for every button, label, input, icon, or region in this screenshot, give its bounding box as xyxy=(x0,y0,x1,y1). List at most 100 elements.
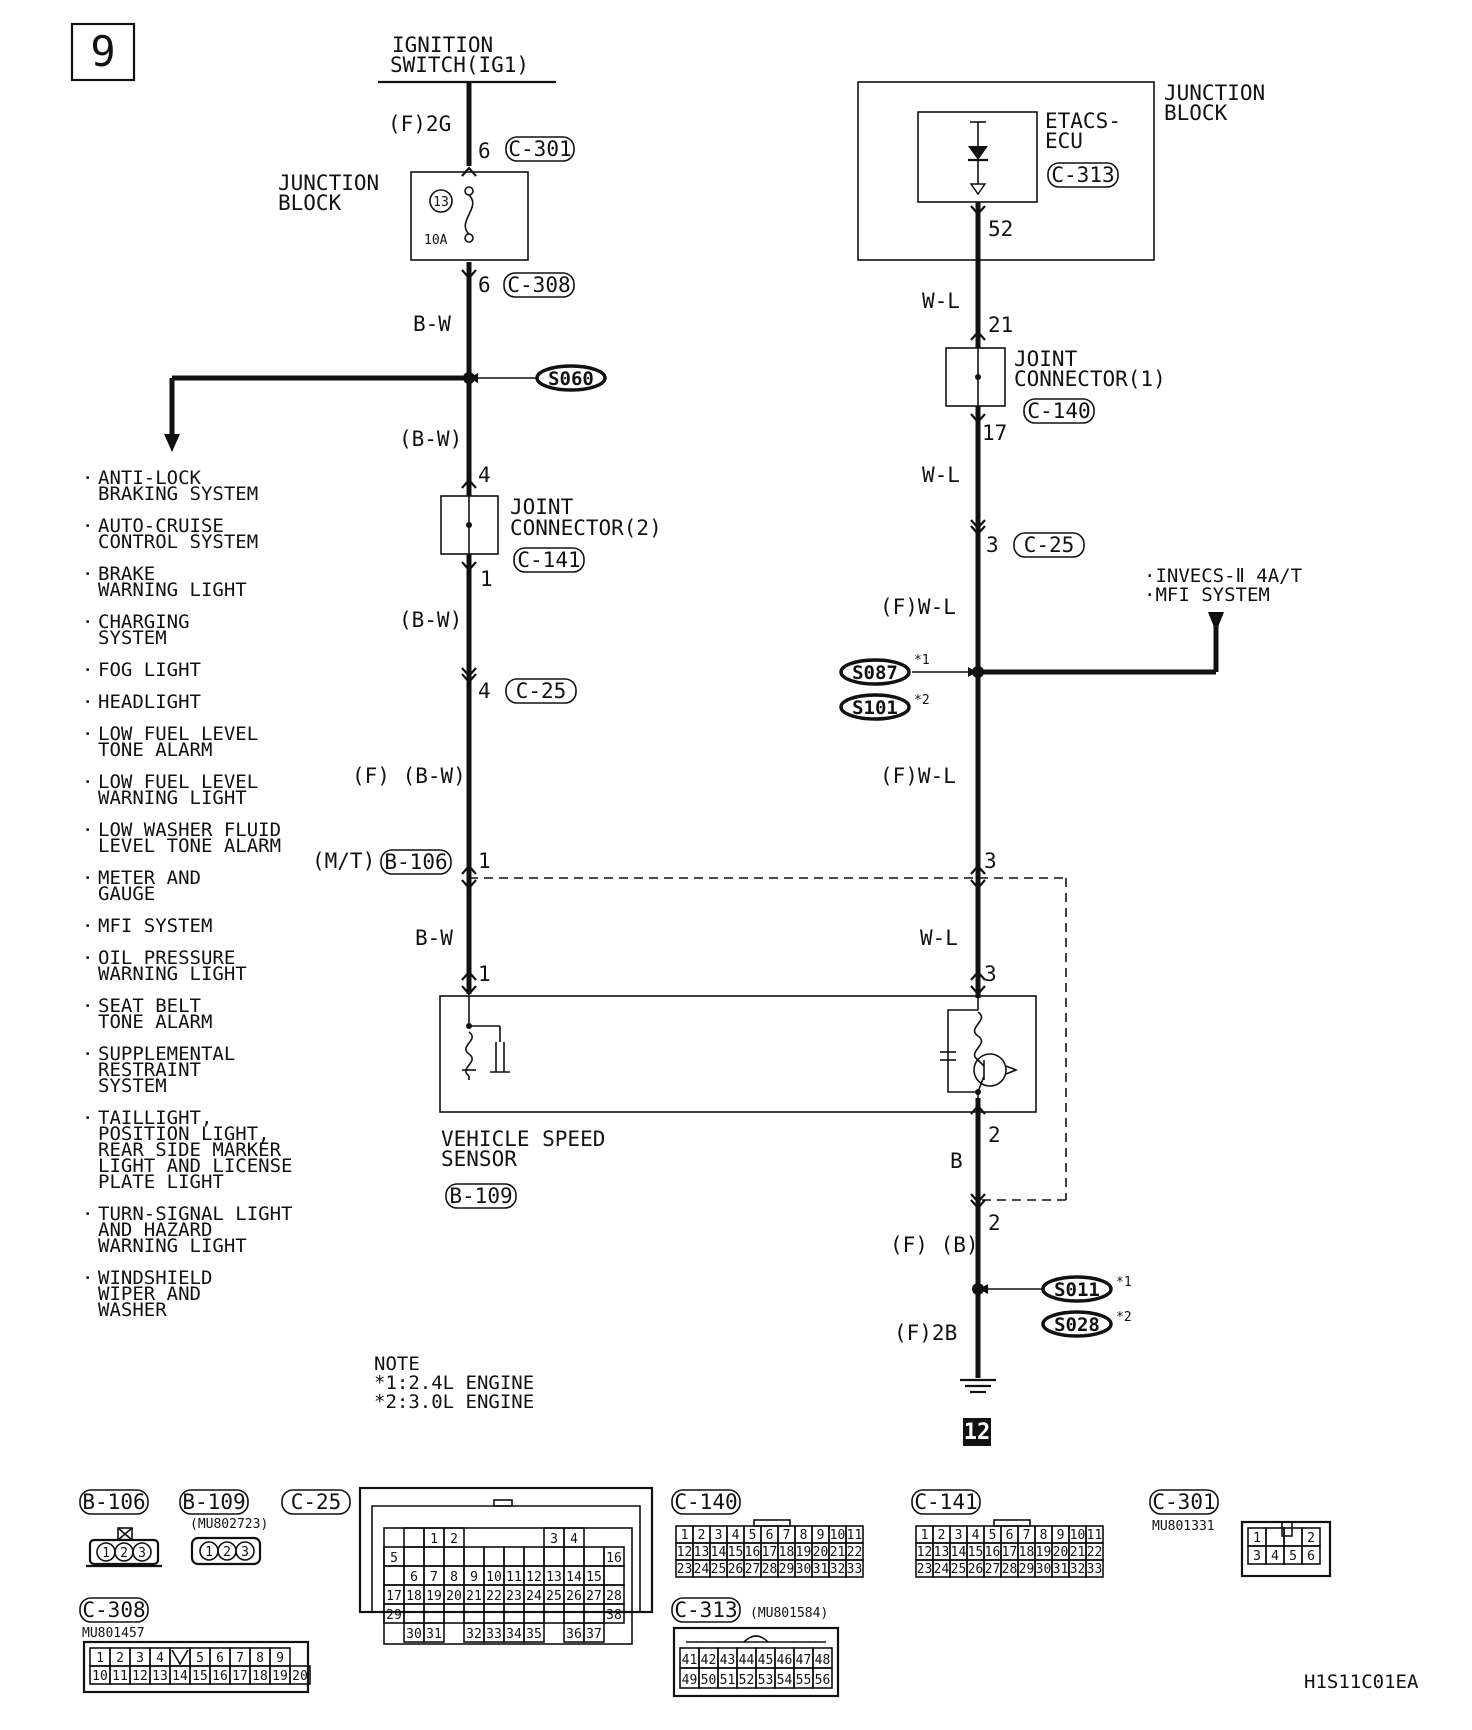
svg-text:29: 29 xyxy=(779,1562,795,1577)
svg-text:14: 14 xyxy=(172,1669,188,1684)
svg-text:2: 2 xyxy=(116,1651,124,1666)
connector-tag-c308-bottom: C-308 xyxy=(79,1597,149,1623)
joint-connector-2-label-2: CONNECTOR(2) xyxy=(510,516,662,540)
svg-text:2: 2 xyxy=(223,1545,231,1560)
connector-c313-part: (MU801584) xyxy=(750,1606,828,1621)
svg-text:27: 27 xyxy=(586,1589,602,1604)
pin-label-17: 17 xyxy=(982,421,1007,445)
svg-text:15: 15 xyxy=(728,1545,744,1560)
system-item-line: AUTO-CRUISE xyxy=(98,515,224,537)
svg-text:12: 12 xyxy=(132,1669,148,1684)
svg-text:45: 45 xyxy=(758,1653,774,1668)
svg-text:12: 12 xyxy=(917,1545,933,1560)
pin-label-2b: 2 xyxy=(988,1211,1001,1235)
ignition-switch-label-2: SWITCH(IG1) xyxy=(390,53,529,77)
svg-text:20: 20 xyxy=(446,1589,462,1604)
wire-color-b: B xyxy=(950,1149,963,1173)
svg-text:·: · xyxy=(82,467,93,489)
svg-text:9: 9 xyxy=(470,1570,478,1585)
svg-text:·: · xyxy=(82,563,93,585)
svg-text:11: 11 xyxy=(847,1528,863,1543)
svg-text:33: 33 xyxy=(486,1627,502,1642)
svg-text:7: 7 xyxy=(430,1570,438,1585)
svg-text:7: 7 xyxy=(783,1528,791,1543)
svg-text:15: 15 xyxy=(192,1669,208,1684)
svg-text:48: 48 xyxy=(815,1653,831,1668)
svg-text:26: 26 xyxy=(728,1562,744,1577)
svg-text:5: 5 xyxy=(989,1528,997,1543)
etacs-ecu-label-2: ECU xyxy=(1045,129,1083,153)
system-item-line: WASHER xyxy=(98,1299,167,1321)
wire-color-f2g: (F)2G xyxy=(388,112,451,136)
svg-text:25: 25 xyxy=(711,1562,727,1577)
connector-tag-c140: C-140 xyxy=(1023,398,1095,424)
svg-text:24: 24 xyxy=(934,1562,950,1577)
invecs-label-1: ·INVECS-Ⅱ 4A/T xyxy=(1144,565,1302,587)
jc2-node xyxy=(466,522,472,528)
pin-label-4b: 4 xyxy=(478,679,491,703)
svg-text:12: 12 xyxy=(964,1420,991,1445)
svg-text:26: 26 xyxy=(968,1562,984,1577)
svg-text:49: 49 xyxy=(682,1673,698,1688)
svg-text:19: 19 xyxy=(426,1589,442,1604)
note-line-2: *2:3.0L ENGINE xyxy=(374,1391,534,1413)
pin-label-6-bottom: 6 xyxy=(478,273,491,297)
svg-text:13: 13 xyxy=(152,1669,168,1684)
svg-text:37: 37 xyxy=(586,1627,602,1642)
svg-text:31: 31 xyxy=(813,1562,829,1577)
system-item-line: SUPPLEMENTAL xyxy=(98,1043,235,1065)
svg-text:1: 1 xyxy=(102,1546,110,1561)
joint-connector-2-label-1: JOINT xyxy=(510,495,574,519)
wire-color-bw-4: B-W xyxy=(415,926,453,950)
svg-text:11: 11 xyxy=(506,1570,522,1585)
pin-label-1c: 1 xyxy=(478,962,491,986)
svg-text:29: 29 xyxy=(386,1608,402,1623)
svg-text:24: 24 xyxy=(694,1562,710,1577)
svg-text:C-25: C-25 xyxy=(291,1490,342,1514)
system-item-line: WINDSHIELD xyxy=(98,1267,212,1289)
svg-text:6: 6 xyxy=(1006,1528,1014,1543)
system-item-line: PLATE LIGHT xyxy=(98,1171,224,1193)
svg-text:29: 29 xyxy=(1019,1562,1035,1577)
svg-text:25: 25 xyxy=(546,1589,562,1604)
splice-tag-s028: S028 xyxy=(1041,1310,1113,1338)
system-item-line: MFI SYSTEM xyxy=(98,915,212,937)
sensor-right-transistor-icon xyxy=(940,996,1019,1112)
svg-text:10: 10 xyxy=(830,1528,846,1543)
s087-note: *1 xyxy=(914,653,930,668)
svg-text:4: 4 xyxy=(570,1532,578,1547)
svg-text:27: 27 xyxy=(985,1562,1001,1577)
splice-tag-s087: S087 xyxy=(839,658,911,686)
svg-text:31: 31 xyxy=(1053,1562,1069,1577)
svg-text:S011: S011 xyxy=(1054,1279,1100,1301)
system-item: ·TAILLIGHT,POSITION LIGHT,REAR SIDE MARK… xyxy=(82,1107,292,1193)
system-item-line: REAR SIDE MARKER xyxy=(98,1139,282,1161)
svg-text:11: 11 xyxy=(112,1669,128,1684)
svg-text:S028: S028 xyxy=(1054,1314,1100,1336)
svg-text:4: 4 xyxy=(732,1528,740,1543)
wire-color-wl-3: W-L xyxy=(920,926,958,950)
svg-text:52: 52 xyxy=(739,1673,755,1688)
ignition-switch-label-1: IGNITION xyxy=(392,33,493,57)
svg-text:·: · xyxy=(82,1107,93,1129)
svg-text:3: 3 xyxy=(550,1532,558,1547)
system-item-line: POSITION LIGHT, xyxy=(98,1123,270,1145)
svg-text:8: 8 xyxy=(256,1651,264,1666)
joint-connector-1-label-2: CONNECTOR(1) xyxy=(1014,367,1166,391)
svg-text:22: 22 xyxy=(1087,1545,1103,1560)
pin-label-21: 21 xyxy=(988,313,1013,337)
svg-text:8: 8 xyxy=(800,1528,808,1543)
system-item-line: WARNING LIGHT xyxy=(98,579,247,601)
svg-text:23: 23 xyxy=(506,1589,522,1604)
svg-text:·: · xyxy=(82,1043,93,1065)
system-item-line: LOW FUEL LEVEL xyxy=(98,771,258,793)
system-item-line: SYSTEM xyxy=(98,1075,167,1097)
svg-text:·: · xyxy=(82,659,93,681)
junction-block-label-1: JUNCTION xyxy=(278,171,379,195)
connector-tag-b106-bottom: B-106 xyxy=(79,1489,149,1515)
